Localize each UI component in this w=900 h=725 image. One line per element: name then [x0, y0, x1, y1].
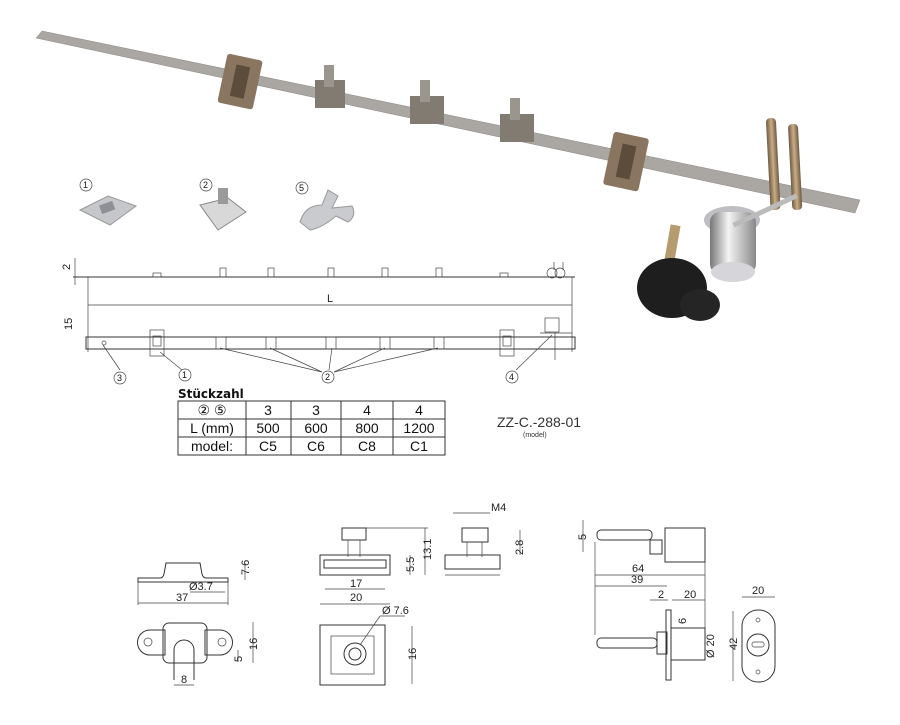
dim-thickness: 2 [61, 264, 73, 270]
svg-text:5.5: 5.5 [405, 557, 417, 572]
model-code: ZZ-C.-288-01 [497, 414, 581, 430]
svg-text:4: 4 [363, 402, 371, 418]
detail-part-2: 13.1 5.5 17 20 Ø 7.6 16 [319, 527, 434, 686]
quantity-table: Stückzahl ② ⑤ 3 3 4 4 L (mm) 500 600 800 1200 mo… [177, 387, 446, 456]
product-photo [35, 30, 861, 321]
dim-length: L [327, 293, 333, 305]
svg-text:2.8: 2.8 [514, 540, 526, 555]
svg-text:L (mm): L (mm) [190, 420, 234, 436]
svg-text:4: 4 [415, 402, 423, 418]
svg-text:39: 39 [631, 574, 643, 586]
svg-text:20: 20 [752, 585, 764, 597]
detail-part-1: 37 Ø3.7 7.6 16 5 8 [137, 560, 260, 686]
svg-text:16: 16 [248, 638, 260, 650]
svg-text:2: 2 [658, 589, 664, 601]
svg-text:C5: C5 [259, 438, 277, 454]
svg-text:5: 5 [233, 656, 245, 662]
svg-text:1200: 1200 [403, 420, 434, 436]
slider-guide [410, 80, 444, 124]
svg-text:M4: M4 [491, 502, 506, 514]
svg-text:8: 8 [181, 674, 187, 686]
table-header-row: ② ⑤ 3 3 4 4 [198, 402, 424, 418]
part-2-label: 2 [203, 180, 208, 190]
svg-text:42: 42 [728, 638, 740, 650]
callout-2: 2 [321, 370, 335, 384]
locking-bar [35, 30, 861, 214]
svg-text:3: 3 [117, 373, 122, 383]
svg-text:500: 500 [256, 420, 280, 436]
svg-text:600: 600 [304, 420, 328, 436]
svg-text:Ø 20: Ø 20 [705, 634, 717, 658]
svg-text:800: 800 [355, 420, 379, 436]
callout-1: 1 [178, 368, 192, 382]
svg-text:64: 64 [632, 563, 644, 575]
svg-text:C1: C1 [410, 438, 428, 454]
svg-text:4: 4 [509, 372, 514, 382]
part-5-hook: 5 [295, 181, 355, 231]
table-row: L (mm) 500 600 800 1200 [190, 420, 435, 436]
part-1-label: 1 [83, 180, 88, 190]
slider-guide [500, 98, 534, 142]
assembly-drawing: 2 L 15 3 1 2 4 [61, 258, 576, 385]
part-5-label: 5 [299, 183, 304, 193]
part-1-strike: 1 [78, 178, 138, 226]
key [637, 224, 720, 321]
svg-text:1: 1 [182, 370, 187, 380]
callout-3: 3 [113, 371, 127, 385]
svg-text:16: 16 [407, 648, 419, 660]
part-2-slider: 2 [199, 178, 247, 231]
svg-text:13.1: 13.1 [422, 539, 434, 560]
svg-text:3: 3 [264, 402, 272, 418]
lock-cylinder [704, 117, 803, 282]
table-title: Stückzahl [178, 387, 244, 401]
svg-text:17: 17 [350, 578, 362, 590]
svg-text:C8: C8 [358, 438, 376, 454]
svg-text:6: 6 [677, 618, 689, 624]
svg-text:20: 20 [350, 592, 362, 604]
svg-text:Ø3.7: Ø3.7 [189, 581, 213, 593]
slider-guide [315, 65, 345, 108]
model-caption: (model) [523, 432, 547, 439]
detail-lock: 5 64 39 2 20 6 Ø 20 42 20 [577, 520, 776, 683]
strike-plate [603, 131, 649, 192]
table-row: model: C5 C6 C8 C1 [191, 438, 428, 454]
svg-text:Ø 7.6: Ø 7.6 [382, 605, 409, 617]
svg-text:20: 20 [684, 589, 696, 601]
strike-plate [217, 53, 263, 110]
svg-text:37: 37 [176, 592, 188, 604]
detail-part-2-end: M4 2.8 [444, 502, 526, 576]
svg-text:② ⑤: ② ⑤ [198, 402, 227, 418]
dim-width: 15 [63, 318, 75, 330]
svg-text:3: 3 [312, 402, 320, 418]
svg-text:5: 5 [577, 534, 589, 540]
svg-text:C6: C6 [307, 438, 325, 454]
svg-text:7.6: 7.6 [240, 560, 252, 575]
svg-text:2: 2 [325, 372, 330, 382]
callout-4: 4 [505, 370, 519, 384]
svg-text:model:: model: [191, 438, 233, 454]
